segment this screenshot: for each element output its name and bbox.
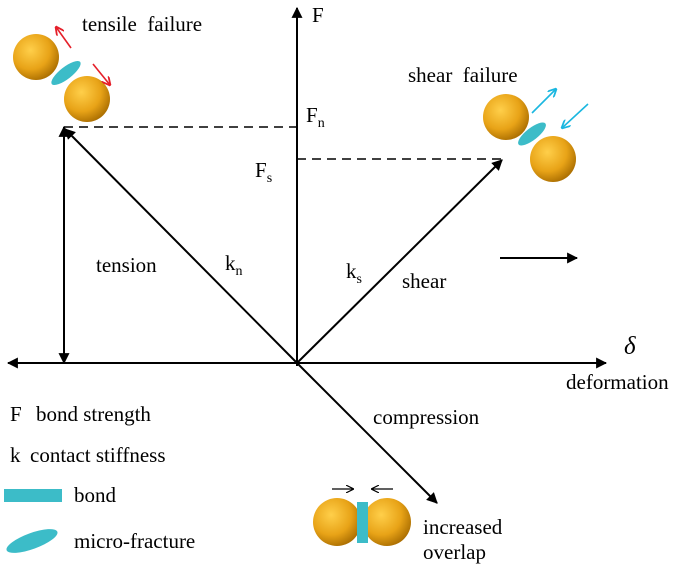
particle-upper [483, 94, 529, 140]
normal-strength-label: Fn [306, 103, 325, 131]
shear-label: shear [402, 269, 446, 293]
particle-right [363, 498, 411, 546]
overlap-label-line1: increased [423, 515, 503, 539]
shear-arrow-up [531, 89, 556, 114]
shear-arrow-down [562, 103, 589, 128]
tension-label: tension [96, 253, 157, 277]
overlap-illustration [313, 489, 411, 546]
legend-fracture-text: micro-fracture [74, 529, 195, 553]
tensile-arrow-down [92, 63, 110, 85]
legend: F bond strength k contact stiffness bond… [4, 402, 195, 553]
particle-left [313, 498, 361, 546]
shear-stiffness-arrow [296, 159, 503, 364]
micro-fracture-icon [51, 60, 81, 86]
particle-lower [64, 76, 110, 122]
legend-bond-text: bond [74, 483, 117, 507]
shear-failure-label: shear failure [408, 63, 518, 87]
normal-stiffness-arrow [64, 128, 298, 364]
legend-micro-fracture-icon [6, 529, 58, 553]
shear-strength-label: Fs [255, 158, 272, 186]
tensile-failure-illustration [13, 27, 110, 122]
overlap-label-line2: overlap [423, 540, 486, 564]
bond-icon [357, 502, 368, 543]
legend-f-symbol: F [10, 402, 22, 426]
micro-fracture-icon [518, 122, 546, 146]
legend-k-symbol: k [10, 443, 21, 467]
shear-stiffness-label: ks [346, 259, 362, 287]
legend-f-text: bond strength [36, 402, 151, 426]
particle-lower [530, 136, 576, 182]
compression-label: compression [373, 405, 480, 429]
compression-arrow [296, 362, 438, 504]
tensile-arrow-up [56, 27, 72, 49]
legend-k-text: contact stiffness [30, 443, 166, 467]
normal-stiffness-label: kn [225, 251, 243, 279]
force-axis-label: F [312, 3, 324, 27]
shear-failure-illustration [483, 89, 589, 182]
deformation-label: deformation [566, 370, 669, 394]
tensile-failure-label: tensile failure [82, 12, 202, 36]
deformation-symbol: δ [624, 333, 636, 360]
particle-upper [13, 34, 59, 80]
legend-bond-icon [4, 489, 62, 502]
